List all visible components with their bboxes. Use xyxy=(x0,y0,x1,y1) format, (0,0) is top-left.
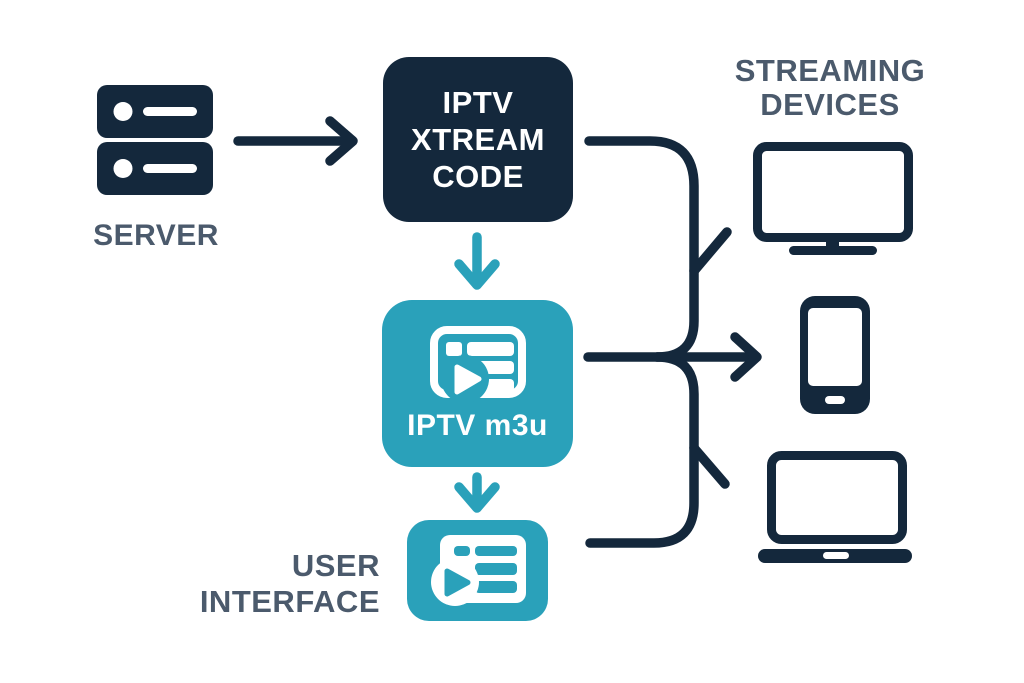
node-iptv-m3u: IPTV m3u xyxy=(382,300,573,467)
node-user-interface xyxy=(407,520,548,621)
smartphone-icon xyxy=(800,296,870,414)
streaming-devices-line-1: STREAMING xyxy=(734,53,926,88)
server-label-text: SERVER xyxy=(93,219,219,252)
laptop-icon xyxy=(758,451,912,563)
streaming-devices-label: STREAMING DEVICES xyxy=(710,54,950,122)
connector-hub-to-tv xyxy=(689,227,732,276)
arrow-m3u-to-ui-icon xyxy=(454,472,500,513)
user-interface-line-2: INTERFACE xyxy=(199,584,380,619)
playlist-play-icon xyxy=(430,534,526,606)
server-icon xyxy=(97,85,213,195)
streaming-devices-line-2: DEVICES xyxy=(760,87,900,122)
connector-hub-to-ui xyxy=(585,352,699,548)
xtream-line-2: XTREAM xyxy=(411,122,545,157)
arrow-xtream-to-m3u-icon xyxy=(454,232,500,290)
connector-xtream-to-hub xyxy=(584,136,699,362)
xtream-line-1: IPTV xyxy=(442,85,514,120)
xtream-line-3: CODE xyxy=(432,159,524,194)
playlist-play-icon xyxy=(429,326,526,403)
connector-hub-to-laptop xyxy=(689,443,730,489)
arrow-server-to-xtream-icon xyxy=(233,116,358,166)
user-interface-label: USER INTERFACE xyxy=(170,548,380,620)
iptv-m3u-label: IPTV m3u xyxy=(407,409,548,442)
server-label: SERVER xyxy=(66,219,246,253)
node-iptv-xtream-code: IPTV XTREAM CODE xyxy=(383,57,573,222)
user-interface-line-1: USER xyxy=(291,548,380,583)
tv-icon xyxy=(753,142,913,255)
